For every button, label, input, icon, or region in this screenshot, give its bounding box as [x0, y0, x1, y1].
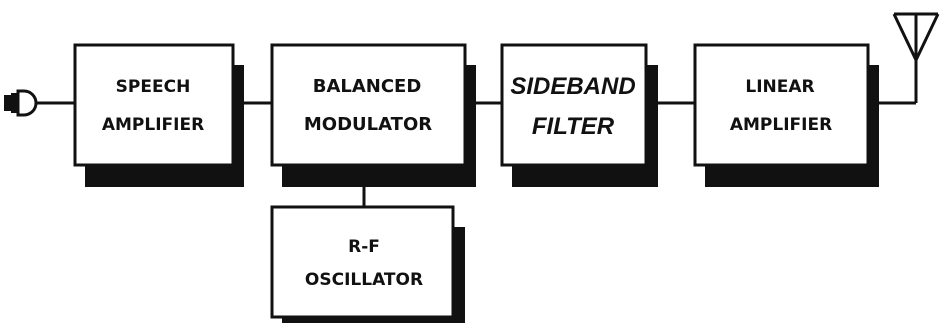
block-box — [270, 43, 467, 167]
linear-amplifier-label-line1: LINEAR — [745, 77, 814, 97]
balanced-modulator-label-line1: BALANCED — [313, 76, 422, 97]
block-box — [500, 43, 648, 167]
linear-amplifier-label-line2: AMPLIFIER — [730, 115, 832, 135]
speech-amplifier-label-line2: AMPLIFIER — [102, 115, 204, 135]
block-speech-amplifier: SPEECH AMPLIFIER — [73, 43, 244, 187]
sideband-filter-label-line1: SIDEBAND — [510, 73, 635, 100]
speech-amplifier-label-line1: SPEECH — [116, 77, 191, 97]
block-sideband-filter: SIDEBAND FILTER — [500, 43, 658, 187]
block-linear-amplifier: LINEAR AMPLIFIER — [693, 43, 879, 187]
block-rf-oscillator: R-F OSCILLATOR — [270, 205, 465, 323]
antenna-icon — [892, 12, 940, 64]
block-box — [73, 43, 235, 167]
block-balanced-modulator: BALANCED MODULATOR — [270, 43, 476, 187]
microphone-icon — [4, 89, 38, 117]
block-box — [693, 43, 870, 167]
rf-oscillator-label-line2: OSCILLATOR — [305, 270, 423, 290]
balanced-modulator-label-line2: MODULATOR — [304, 114, 432, 135]
sideband-filter-label-line2: FILTER — [532, 113, 615, 140]
block-box — [270, 205, 455, 319]
rf-oscillator-label-line1: R-F — [348, 237, 380, 257]
